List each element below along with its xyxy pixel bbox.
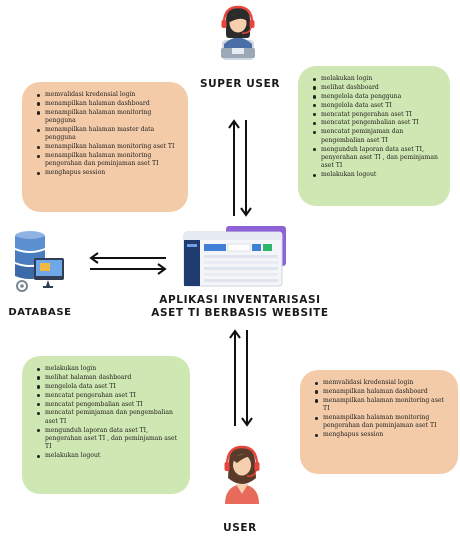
list-item: menampilkan halaman monitoring pengeraha… <box>315 414 448 431</box>
list-item: menampilkan halaman dashboard <box>315 388 448 396</box>
list-item: mencatat pengerahan aset TI <box>313 111 440 119</box>
list-item: mengunduh laporan data aset TI, pengerah… <box>37 427 180 452</box>
list-item: melakukan logout <box>313 171 440 179</box>
list-item: mencatat peminjaman dan pengembalian ase… <box>313 128 440 145</box>
user-system-response-box: memvalidasi kredensial login menampilkan… <box>300 370 458 474</box>
application-title-line2: ASET TI BERBASIS WEBSITE <box>151 307 329 319</box>
list-item: menghapus session <box>315 431 448 439</box>
database-icon <box>15 231 64 292</box>
list-item: memvalidasi kredensial login <box>37 91 178 99</box>
application-title-line1: APLIKASI INVENTARISASI <box>159 294 321 306</box>
user-app-arrows <box>229 329 253 427</box>
super-user-avatar-icon <box>221 5 255 60</box>
list-item: mengelola data aset TI <box>313 102 440 110</box>
super-user-actions-box: melakukan login melihat dashboard mengel… <box>298 66 450 206</box>
user-avatar-icon <box>224 445 260 504</box>
user-title: USER <box>223 522 257 534</box>
super-user-app-arrows <box>228 119 252 217</box>
list-item: mengelola data aset TI <box>37 383 180 391</box>
list-item: menghapus session <box>37 169 178 177</box>
list-item: menampilkan halaman dashboard <box>37 100 178 108</box>
application-screen-icon <box>183 226 286 287</box>
database-app-arrows <box>89 252 167 275</box>
list-item: menampilkan halaman master data pengguna <box>37 126 178 143</box>
list-item: menampilkan halaman monitoring pengguna <box>37 109 178 126</box>
list-item: melihat dashboard <box>313 84 440 92</box>
list-item: mencatat pengembalian aset TI <box>313 119 440 127</box>
list-item: menampilkan halaman monitoring aset TI <box>37 143 178 151</box>
list-item: melakukan login <box>37 365 180 373</box>
list-item: mengelola data pengguna <box>313 93 440 101</box>
list-item: menampilkan halaman monitoring pengeraha… <box>37 152 178 169</box>
super-user-system-response-box: memvalidasi kredensial login menampilkan… <box>22 82 188 212</box>
list-item: mengunduh laporan data aset TI, penyerah… <box>313 146 440 171</box>
list-item: menampilkan halaman monitoring aset TI <box>315 397 448 414</box>
list-item: mencatat pengerahan aset TI <box>37 392 180 400</box>
list-item: melakukan login <box>313 75 440 83</box>
database-title: DATABASE <box>8 307 72 318</box>
list-item: mencatat pengembalian aset TI <box>37 401 180 409</box>
super-user-title: SUPER USER <box>200 78 281 90</box>
user-actions-box: melakukan login melihat halaman dashboar… <box>22 356 190 494</box>
list-item: mencatat peminjaman dan pengembalian ase… <box>37 409 180 426</box>
list-item: memvalidasi kredensial login <box>315 379 448 387</box>
list-item: melakukan logout <box>37 452 180 460</box>
list-item: melihat halaman dashboard <box>37 374 180 382</box>
